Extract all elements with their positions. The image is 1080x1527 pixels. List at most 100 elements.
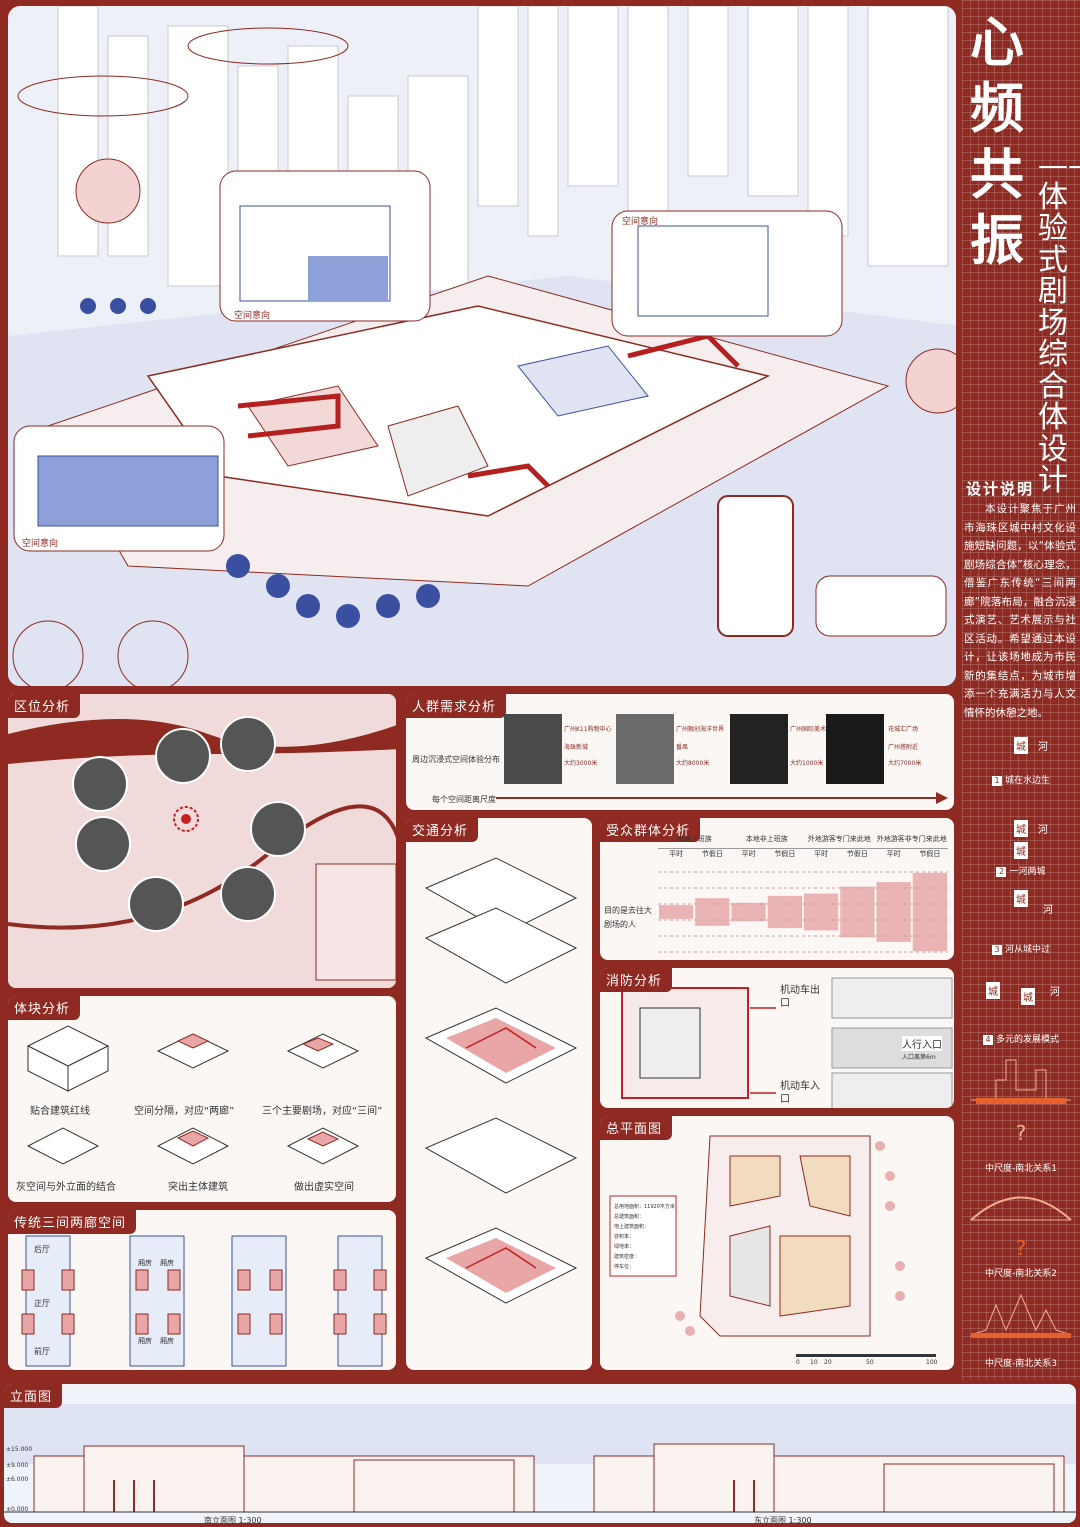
massing-diagrams bbox=[26, 1025, 360, 1165]
site-plan-panel: 总平面图 总用地面积：11920平方米总建筑面积：地上建筑面积： 容积率：绿地率… bbox=[598, 1114, 956, 1372]
label-wing-room: 厢房 bbox=[160, 1337, 174, 1345]
sidebar-relation-1: ? 中尺度-南北关系1 bbox=[966, 1050, 1076, 1174]
audience-group-header: 外地游客专门来此地 bbox=[807, 835, 871, 843]
chip-city: 城 bbox=[986, 982, 1000, 999]
massing-analysis-panel: 体块分析 贴合建筑红线 空间分隔，对应“两廊” 三个主要剧场，对应“三间” 灰空… bbox=[6, 994, 398, 1204]
label-front-hall: 前厅 bbox=[34, 1347, 50, 1356]
chip-river: 河 bbox=[1050, 987, 1060, 998]
chip-river: 河 bbox=[1043, 905, 1053, 916]
south-elevation-caption: 南立面图 1:300 bbox=[204, 1516, 262, 1525]
chip-city: 城 bbox=[1014, 842, 1028, 859]
massing-step-label: 做出虚实空间 bbox=[294, 1182, 354, 1193]
fire-analysis-panel: 消防分析 机动车出口 人行入口 入口离第6m 机动车入口 bbox=[598, 966, 956, 1110]
audience-sub-headers: 平时节假日平时节假日平时节假日平时节假日 bbox=[658, 848, 948, 860]
east-elevation-caption: 东立面图 1:300 bbox=[754, 1516, 812, 1525]
space-label-2: 空间意向 bbox=[622, 217, 659, 227]
chip-city: 城 bbox=[1014, 737, 1028, 754]
hero-illustration bbox=[8, 6, 956, 686]
audience-group-header: 本地上班族 bbox=[676, 835, 712, 843]
main-title: 心频共振 bbox=[970, 10, 1024, 272]
massing-step-label: 突出主体建筑 bbox=[168, 1182, 228, 1193]
elevation-drawings bbox=[4, 1404, 1076, 1513]
panel-title: 人群需求分析 bbox=[406, 694, 507, 718]
massing-step-label: 灰空间与外立面的结合 bbox=[16, 1182, 116, 1193]
photo-card-3: 广州国际美术馆 大约1000米 bbox=[730, 714, 838, 784]
photo-distance: 大约7000米 bbox=[888, 760, 922, 767]
photo-card-2: 广州融创海洋世界 番禺 大约8000米 bbox=[616, 714, 724, 784]
relation-label: 中尺度-南北关系1 bbox=[985, 1164, 1057, 1174]
massing-step-label: 三个主要剧场，对应“三间” bbox=[262, 1106, 383, 1117]
audience-sub-header: 节假日 bbox=[694, 848, 731, 859]
traditional-space-panel: 传统三间两廊空间 后厅 正厅 前厅 厢房 厢房 厢房 厢房 bbox=[6, 1208, 398, 1372]
audience-sub-header: 平时 bbox=[803, 848, 840, 859]
traffic-exploded-axon bbox=[424, 857, 578, 1304]
photo-name: 广州融创海洋世界 bbox=[676, 726, 725, 733]
photo-name: 广州K11购物中心 bbox=[564, 726, 612, 733]
panel-title: 交通分析 bbox=[406, 818, 479, 842]
title-sidebar bbox=[962, 0, 1080, 1380]
audience-bar bbox=[731, 902, 766, 922]
sub-title: ——体验式剧场综合体设计 bbox=[1038, 148, 1080, 498]
photo-card-4: 花城汇广场 广州塔附近 大约7000米 bbox=[826, 714, 954, 784]
audience-row-label: 目的是去往大剧场的人 bbox=[604, 906, 652, 929]
photo-4 bbox=[826, 714, 884, 784]
massing-step-label: 空间分隔，对应“两廊” bbox=[134, 1106, 235, 1117]
sidebar-relation-3: 中尺度-南北关系3 bbox=[966, 1285, 1076, 1369]
audience-chart bbox=[658, 871, 948, 953]
fire-label-pedestrian-entry: 人行入口 bbox=[902, 1036, 942, 1051]
design-description-text: 本设计聚焦于广州市海珠区城中村文化设施短缺问题，以“体验式剧场综合体”核心理念，… bbox=[964, 503, 1076, 719]
audience-group-header: 外地游客非专门来此地 bbox=[876, 835, 947, 843]
audience-bar bbox=[804, 893, 839, 931]
svg-text:?: ? bbox=[1016, 1121, 1027, 1145]
chip-city: 城 bbox=[1014, 890, 1028, 907]
audience-sub-header: 平时 bbox=[875, 848, 912, 859]
scale-bar: 0 10 20 50 100 bbox=[796, 1354, 937, 1368]
audience-analysis-panel: 受众群体分析 本地上班族本地非上班族外地游客专门来此地外地游客非专门来此地 平时… bbox=[598, 816, 956, 962]
label-main-hall: 正厅 bbox=[34, 1299, 50, 1308]
panel-title: 区位分析 bbox=[8, 694, 81, 718]
panel-title: 立面图 bbox=[4, 1384, 63, 1408]
step-number: 1 bbox=[991, 776, 1002, 786]
audience-bar bbox=[840, 886, 875, 938]
space-label-1: 空间意向 bbox=[234, 311, 271, 321]
crowd-demand-panel: 人群需求分析 周边沉浸式空间体验分布 广州K11购物中心 海珠新城 大约3000… bbox=[404, 692, 956, 812]
panel-title: 消防分析 bbox=[600, 968, 673, 992]
location-analysis-panel: 区位分析 bbox=[6, 692, 398, 990]
location-map bbox=[8, 694, 396, 988]
elevation-panel: 立面图 ±15.000 ±9.000 ±6.000 ±0.000 南立面图 1:… bbox=[2, 1382, 1078, 1525]
audience-sub-header: 节假日 bbox=[839, 848, 876, 859]
relation-label: 中尺度-南北关系2 bbox=[985, 1269, 1057, 1279]
photo-1 bbox=[504, 714, 562, 784]
chip-river: 河 bbox=[1038, 825, 1048, 836]
level-mark: ±6.000 bbox=[6, 1476, 29, 1483]
audience-bar bbox=[659, 905, 694, 919]
photo-distance: 大约3000米 bbox=[564, 760, 598, 767]
site-stats: 总用地面积：11920平方米总建筑面积：地上建筑面积： 容积率：绿地率：建筑密度… bbox=[614, 1204, 675, 1270]
panel-title: 传统三间两廊空间 bbox=[8, 1210, 137, 1234]
crowd-row-label: 周边沉浸式空间体验分布 bbox=[412, 755, 500, 764]
label-wing-room: 厢房 bbox=[138, 1259, 152, 1267]
fire-label-vehicle-exit: 机动车出口 bbox=[780, 985, 820, 1009]
photo-3 bbox=[730, 714, 788, 784]
audience-sub-header: 平时 bbox=[730, 848, 767, 859]
traditional-plans bbox=[21, 1235, 387, 1367]
step-number: 4 bbox=[982, 1035, 993, 1045]
photo-name: 广州国际美术馆 bbox=[790, 726, 833, 733]
fire-plan bbox=[621, 977, 953, 1108]
level-mark: ±0.000 bbox=[6, 1506, 29, 1513]
label-wing-room: 厢房 bbox=[138, 1337, 152, 1345]
audience-group-headers: 本地上班族本地非上班族外地游客专门来此地外地游客非专门来此地 bbox=[658, 834, 948, 846]
site-plan-drawing bbox=[609, 1135, 905, 1337]
hero-axonometric-panel: 空间意向 空间意向 空间意向 bbox=[6, 4, 958, 688]
audience-bar bbox=[912, 872, 947, 952]
panel-title: 体块分析 bbox=[8, 996, 81, 1020]
fire-label-vehicle-entry: 机动车入口 bbox=[780, 1081, 820, 1105]
photo-distance: 大约1000米 bbox=[790, 760, 824, 767]
photo-sub: 海珠新城 bbox=[564, 744, 589, 751]
audience-sub-header: 平时 bbox=[658, 848, 695, 859]
step-label: 多元的发展模式 bbox=[995, 1035, 1059, 1045]
photo-sub: 番禺 bbox=[676, 744, 689, 751]
panel-title: 受众群体分析 bbox=[600, 818, 701, 842]
